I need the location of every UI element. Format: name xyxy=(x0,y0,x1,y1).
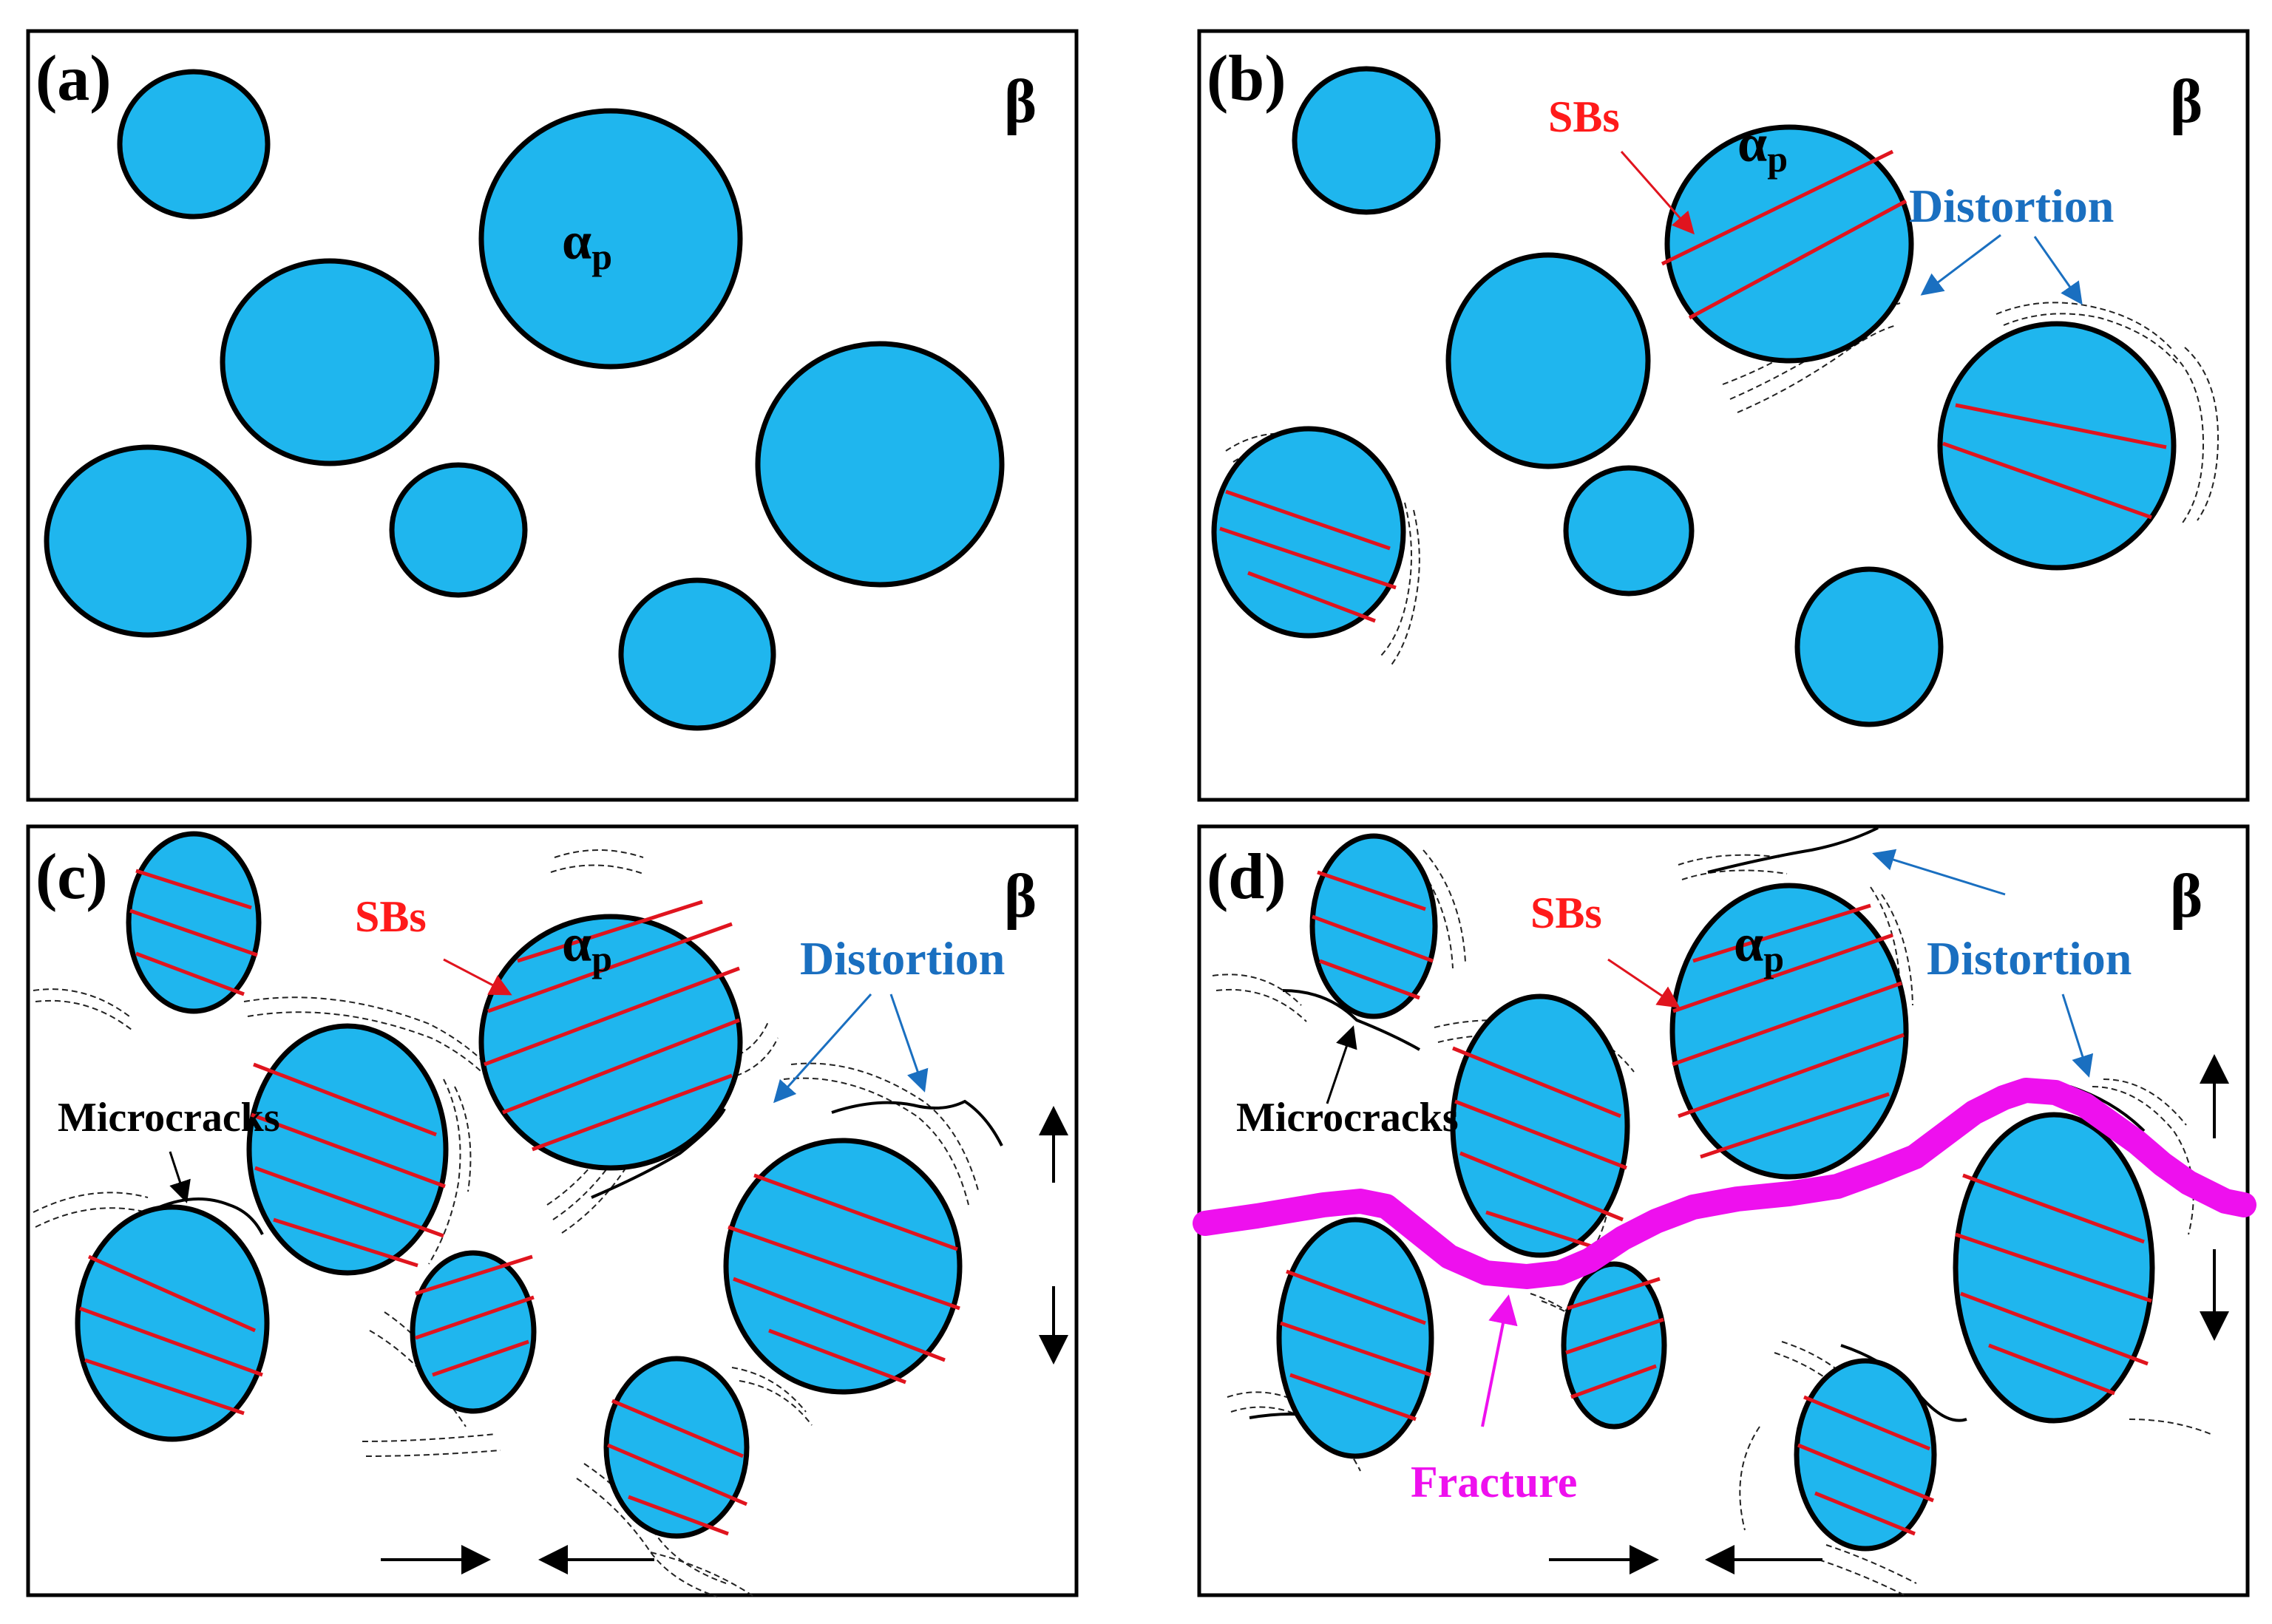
alpha-grain xyxy=(1292,66,1441,215)
distortion-label: Distortion xyxy=(1909,180,2114,232)
distortion-arrow xyxy=(1920,234,2001,296)
beta-phase-label: β xyxy=(1004,862,1037,931)
microcracks-arrow xyxy=(1326,1025,1357,1104)
alpha-grain xyxy=(603,1356,750,1539)
distortion-arrow xyxy=(773,993,872,1104)
slip-bands xyxy=(1219,149,2167,623)
sbs-arrow xyxy=(1620,151,1695,235)
slip-bands xyxy=(1280,870,2152,1536)
sbs-arrow xyxy=(1607,958,1681,1008)
panel-a: (a) β αp xyxy=(26,29,1079,802)
alpha-grain xyxy=(1794,566,1944,727)
alpha-grain xyxy=(618,577,776,731)
alpha-grain xyxy=(478,914,743,1171)
alpha-grain xyxy=(1669,883,1909,1180)
microcracks-label: Microcracks xyxy=(1236,1095,1459,1141)
distortion-arrow xyxy=(2061,993,2094,1078)
panel-b-label: (b) xyxy=(1207,43,1286,115)
beta-phase-label: β xyxy=(2170,67,2203,136)
microcracks xyxy=(147,1099,1003,1235)
microcracks-arrow xyxy=(169,1151,191,1203)
alpha-grain xyxy=(1664,124,1914,364)
alpha-grain xyxy=(389,462,528,598)
alpha-grain xyxy=(1309,833,1438,1019)
distortion-label: Distortion xyxy=(800,932,1005,985)
alpha-grain xyxy=(117,69,271,220)
alpha-grain xyxy=(126,831,262,1014)
beta-phase-label: β xyxy=(1004,67,1037,136)
slip-bands xyxy=(79,869,960,1536)
microcracks-label: Microcracks xyxy=(58,1095,280,1141)
alpha-grain xyxy=(1937,321,2177,571)
alpha-grain xyxy=(1276,1217,1434,1459)
alpha-grain xyxy=(220,258,440,466)
distortion-label: Distortion xyxy=(1927,932,2132,985)
alpha-grain xyxy=(755,341,1005,588)
alpha-p-label: αp xyxy=(562,914,612,979)
sbs-arrow xyxy=(443,958,512,996)
alpha-grain xyxy=(75,1204,270,1442)
panel-a-label: (a) xyxy=(35,43,112,115)
panel-b: (b) β αp SBs Distortion xyxy=(1197,29,2250,802)
beta-phase-label: β xyxy=(2170,862,2203,931)
alpha-grain xyxy=(1563,465,1695,597)
sbs-label: SBs xyxy=(355,892,427,941)
sbs-label: SBs xyxy=(1548,92,1620,141)
fracture-arrow xyxy=(1481,1294,1518,1427)
alpha-p-label: αp xyxy=(562,211,612,277)
sbs-label: SBs xyxy=(1530,889,1602,937)
panel-d: (d) β αp SBs Distortion Microcracks Frac… xyxy=(1193,824,2256,1597)
alpha-grain xyxy=(44,444,252,638)
alpha-grain xyxy=(1561,1261,1667,1430)
panel-c-label: (c) xyxy=(35,841,108,913)
fracture-path xyxy=(1193,1078,2256,1289)
alpha-grain xyxy=(1450,993,1630,1258)
panel-d-label: (d) xyxy=(1207,841,1286,913)
distortion-arrow xyxy=(889,993,929,1093)
alpha-p-label: αp xyxy=(1734,914,1784,979)
alpha-grain xyxy=(1445,252,1651,469)
alpha-grain xyxy=(1211,426,1406,639)
distortion-arrow xyxy=(2033,236,2083,305)
fracture-label: Fracture xyxy=(1411,1458,1577,1506)
panel-c: (c) β αp SBs Distortion Microcracks xyxy=(26,824,1079,1597)
alpha-grain xyxy=(478,108,743,370)
alpha-p-label: αp xyxy=(1737,114,1788,180)
distortion-arrow xyxy=(1872,849,2006,896)
